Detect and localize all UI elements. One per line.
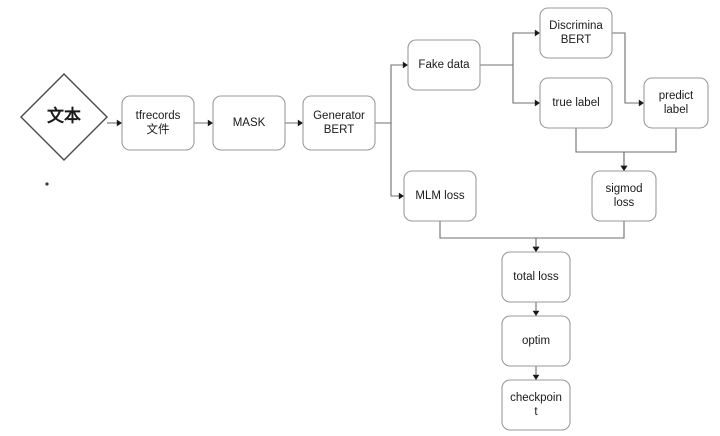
edge-predict-label-to-sigmod: [620, 128, 677, 171]
edge-sigmod-loss-to-total-loss: [532, 221, 625, 252]
edge-text-to-tfrecords: [107, 119, 122, 127]
node-label: tfrecords: [136, 110, 181, 122]
node-label: optim: [522, 335, 550, 347]
edge-arrowhead: [532, 310, 540, 316]
edge-line: [535, 221, 625, 252]
edge-fake-data-to-true-label: [480, 64, 540, 107]
node-mask[interactable]: MASK: [212, 95, 286, 151]
node-box-shape: [407, 39, 481, 91]
node-label: 文件: [147, 122, 170, 136]
node-box-shape: [501, 251, 571, 303]
node-label: total loss: [513, 271, 559, 283]
node-label: MLM loss: [415, 190, 464, 202]
edge-arrowhead: [638, 99, 644, 107]
node-true-label[interactable]: true label: [539, 77, 613, 129]
edge-arrowhead: [532, 374, 540, 380]
node-text[interactable]: 文本: [20, 73, 108, 161]
node-label: checkpoin: [510, 392, 562, 404]
edge-line: [612, 32, 644, 104]
node-label: t: [534, 406, 538, 418]
node-label: true label: [552, 97, 599, 109]
edge-line: [480, 32, 540, 66]
node-label: Fake data: [418, 59, 470, 71]
node-diamond-shape: [20, 73, 108, 161]
edge-line: [375, 64, 408, 124]
edge-mask-to-generator: [285, 119, 303, 127]
edge-line: [439, 221, 537, 252]
node-box-shape: [501, 379, 571, 431]
node-optim[interactable]: optim: [501, 315, 571, 367]
edge-discriminator-to-predict: [612, 32, 644, 107]
edge-arrowhead: [534, 99, 540, 107]
node-box-shape: [501, 315, 571, 367]
node-total-loss[interactable]: total loss: [501, 251, 571, 303]
edge-tfrecords-to-mask: [194, 119, 213, 127]
node-label: BERT: [561, 34, 591, 46]
edge-total-loss-to-optim: [532, 302, 540, 316]
edge-line: [480, 64, 540, 104]
edge-fake-data-to-discriminator: [480, 29, 540, 66]
node-label: Generator: [313, 110, 365, 122]
node-box-shape: [539, 7, 613, 59]
edge-mlm-loss-to-total-loss: [439, 221, 540, 252]
node-label: sigmod: [605, 183, 642, 195]
edge-line: [623, 128, 677, 171]
node-label: BERT: [324, 124, 354, 136]
node-box-shape: [302, 95, 376, 151]
edge-true-label-to-sigmod: [575, 128, 628, 171]
node-box-shape: [643, 77, 709, 129]
edge-generator-to-mlm-loss: [375, 122, 404, 200]
node-sigmod-loss[interactable]: sigmod loss: [591, 170, 657, 222]
edge-generator-to-fake-data: [375, 61, 408, 124]
stray-dot-artifact: [45, 182, 49, 186]
node-label: 文本: [47, 105, 81, 125]
node-box-shape: [121, 95, 195, 151]
edge-arrowhead: [532, 246, 540, 252]
node-label: loss: [614, 197, 635, 209]
edge-arrowhead: [620, 165, 628, 171]
artifacts-layer: [45, 182, 49, 186]
node-label: MASK: [233, 117, 266, 129]
edges-layer: [107, 29, 677, 380]
edge-arrowhead: [116, 119, 122, 127]
node-box-shape: [212, 95, 286, 151]
node-label: Discrimina: [549, 20, 603, 32]
node-mlm-loss[interactable]: MLM loss: [403, 170, 477, 222]
node-label: label: [664, 104, 688, 116]
edge-arrowhead: [534, 29, 540, 37]
node-label: predict: [659, 90, 694, 102]
edge-arrowhead: [398, 192, 404, 200]
node-box-shape: [539, 77, 613, 129]
edge-line: [575, 128, 625, 171]
edge-arrowhead: [402, 61, 408, 69]
edge-arrowhead: [207, 119, 213, 127]
node-fake-data[interactable]: Fake data: [407, 39, 481, 91]
edge-arrowhead: [297, 119, 303, 127]
node-box-shape: [591, 170, 657, 222]
edge-optim-to-checkpoint: [532, 366, 540, 380]
node-box-shape: [403, 170, 477, 222]
node-predict-label[interactable]: predict label: [643, 77, 709, 129]
node-checkpoint[interactable]: checkpoin t: [501, 379, 571, 431]
edge-line: [375, 122, 404, 197]
